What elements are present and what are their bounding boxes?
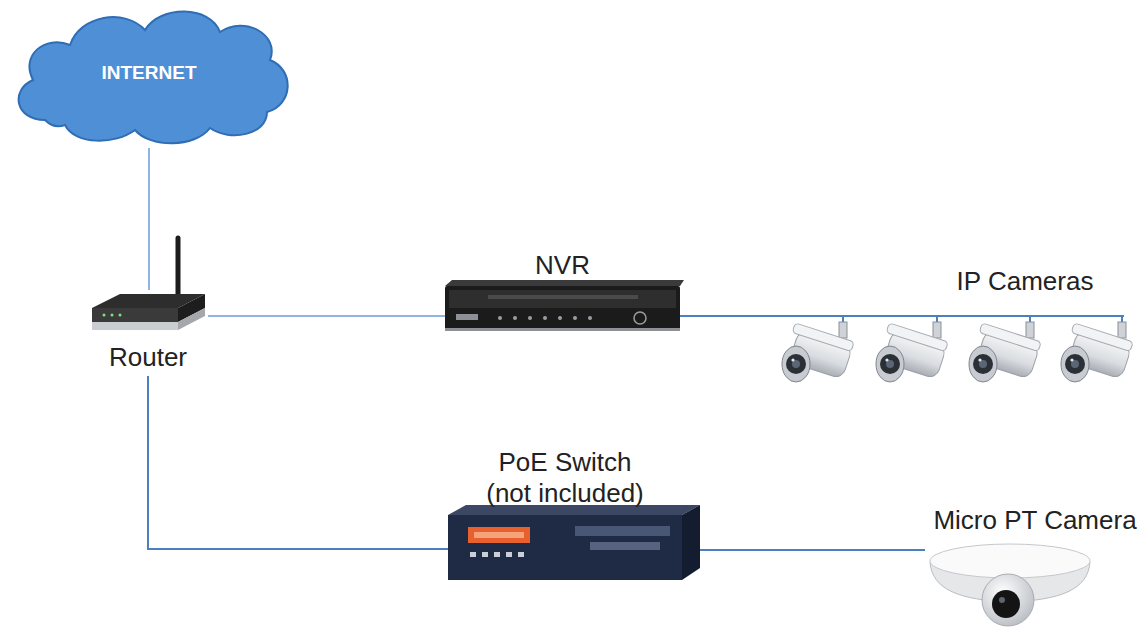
node-label: INTERNET [5, 62, 293, 84]
poe-switch-icon [448, 505, 700, 580]
micro-pt-camera-node: Micro PT Camera [925, 502, 1139, 627]
camera-bus [785, 316, 1124, 324]
network-cable [682, 549, 925, 551]
router-icon [92, 238, 205, 330]
router-node: Router [88, 290, 208, 376]
network-cable [680, 315, 785, 317]
micro-pt-camera-icon [930, 544, 1090, 626]
ip-camera-icons [782, 322, 1133, 382]
node-label: NVR [445, 250, 680, 280]
node-label: PoE Switch (not included) [476, 447, 654, 509]
node-label: Router [88, 342, 208, 372]
nvr-icon [445, 280, 684, 331]
network-cable [208, 315, 445, 317]
network-cable [148, 148, 150, 290]
node-label: IP Cameras [925, 266, 1125, 296]
poe-switch-node: PoE Switch (not included) [448, 445, 682, 581]
camera-group-node: IP Cameras [785, 262, 1135, 394]
nvr-node: NVR [445, 248, 680, 332]
node-label: Micro PT Camera [925, 505, 1139, 535]
network-cable [148, 376, 448, 549]
cloud-node: INTERNET [5, 0, 293, 148]
